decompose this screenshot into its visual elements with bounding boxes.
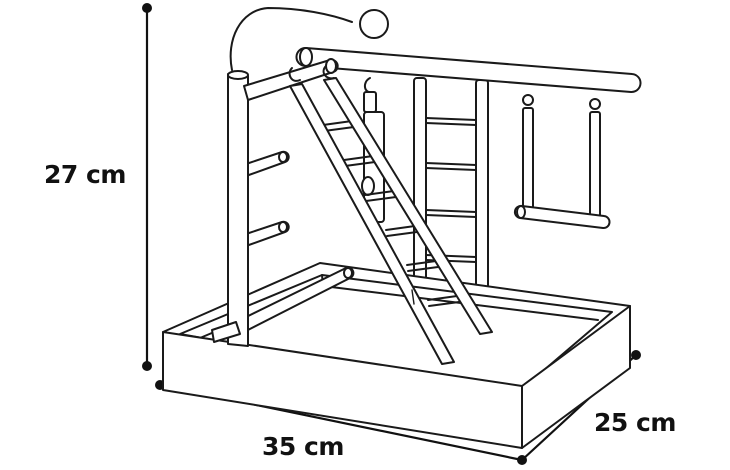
back-perch-stub (411, 289, 415, 305)
height-dimension-dot-top (142, 3, 152, 13)
left-post (211, 58, 355, 347)
depth-dimension-dot-right (631, 350, 641, 360)
width-dimension-label: 35 cm (262, 432, 344, 461)
height-dimension-dot-bottom (142, 361, 152, 371)
height-dimension-label: 27 cm (44, 160, 126, 189)
back-structure (229, 7, 642, 306)
swing (513, 94, 611, 229)
toy-wire (229, 7, 353, 71)
top-perch (295, 46, 642, 94)
ball-toy (359, 9, 389, 39)
depth-dimension-label: 25 cm (594, 408, 676, 437)
